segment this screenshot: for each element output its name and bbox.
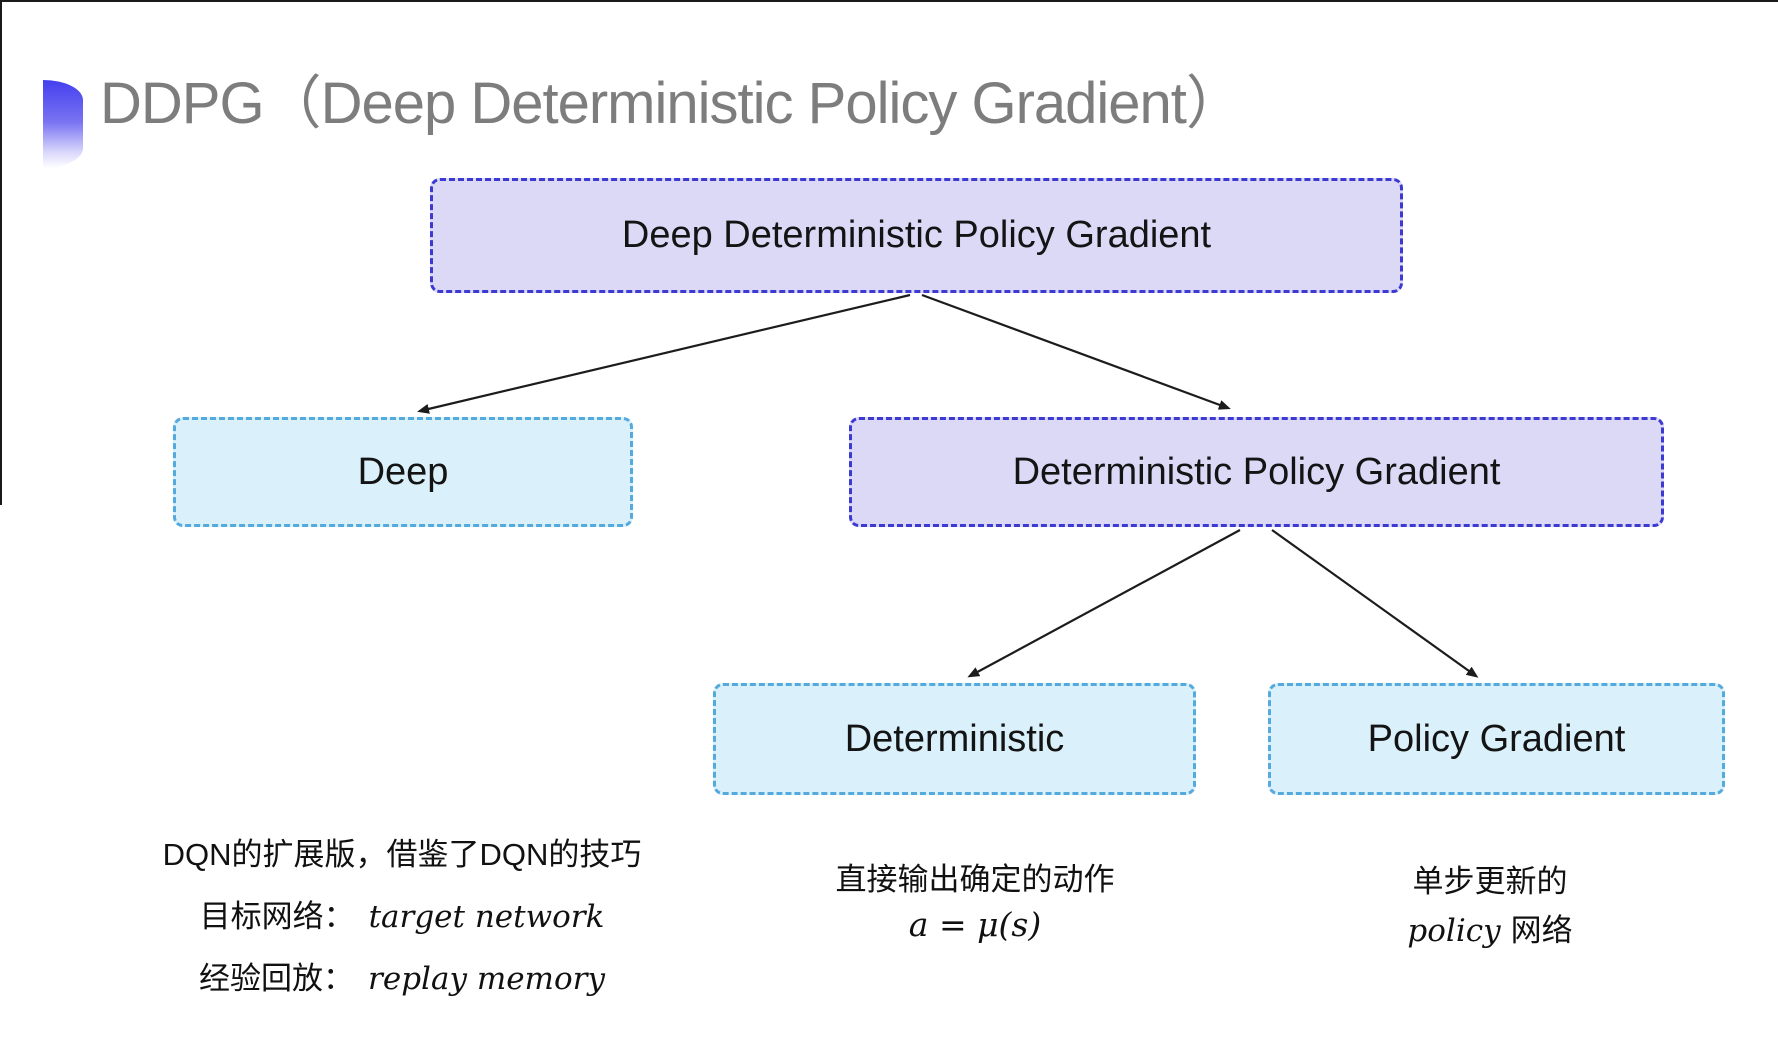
node-label: Deterministic Policy Gradient xyxy=(1012,450,1501,493)
note-deterministic: 直接输出确定的动作 a = μ(s) xyxy=(775,863,1175,953)
slide-top-border xyxy=(0,0,1778,2)
page-title: DDPG（Deep Deterministic Policy Gradient） xyxy=(100,71,1244,136)
note-policy-gradient-line1: 单步更新的 xyxy=(1412,864,1568,899)
node-label: Deep xyxy=(357,450,449,493)
note-deterministic-line1: 直接输出确定的动作 xyxy=(835,862,1115,897)
node-deep-deterministic-policy-gradient: Deep Deterministic Policy Gradient xyxy=(430,178,1403,293)
note-deep-line1: DQN的扩展版，借鉴了DQN的技巧 xyxy=(162,837,642,872)
node-policy-gradient: Policy Gradient xyxy=(1268,683,1725,795)
arrow-dpg-to-deterministic xyxy=(967,529,1241,678)
note-deterministic-formula: a = μ(s) xyxy=(908,905,1042,944)
note-deep-line3: 经验回放：replay memory xyxy=(199,961,605,997)
note-deep-line2: 目标网络：target network xyxy=(199,899,605,935)
node-deep: Deep xyxy=(173,417,633,527)
arrow-root-to-deep xyxy=(417,293,911,414)
node-label: Deterministic xyxy=(844,717,1065,760)
half-circle-bullet-icon xyxy=(43,80,83,168)
arrow-root-to-dpg xyxy=(921,293,1231,410)
node-deterministic: Deterministic xyxy=(713,683,1196,795)
node-label: Deep Deterministic Policy Gradient xyxy=(621,214,1212,256)
note-deep: DQN的扩展版，借鉴了DQN的技巧 目标网络：target network 经验… xyxy=(102,838,702,1024)
slide-left-border xyxy=(0,0,2,505)
arrow-dpg-to-policy-gradient xyxy=(1271,529,1479,678)
node-label: Policy Gradient xyxy=(1367,717,1626,760)
node-deterministic-policy-gradient: Deterministic Policy Gradient xyxy=(849,417,1664,527)
